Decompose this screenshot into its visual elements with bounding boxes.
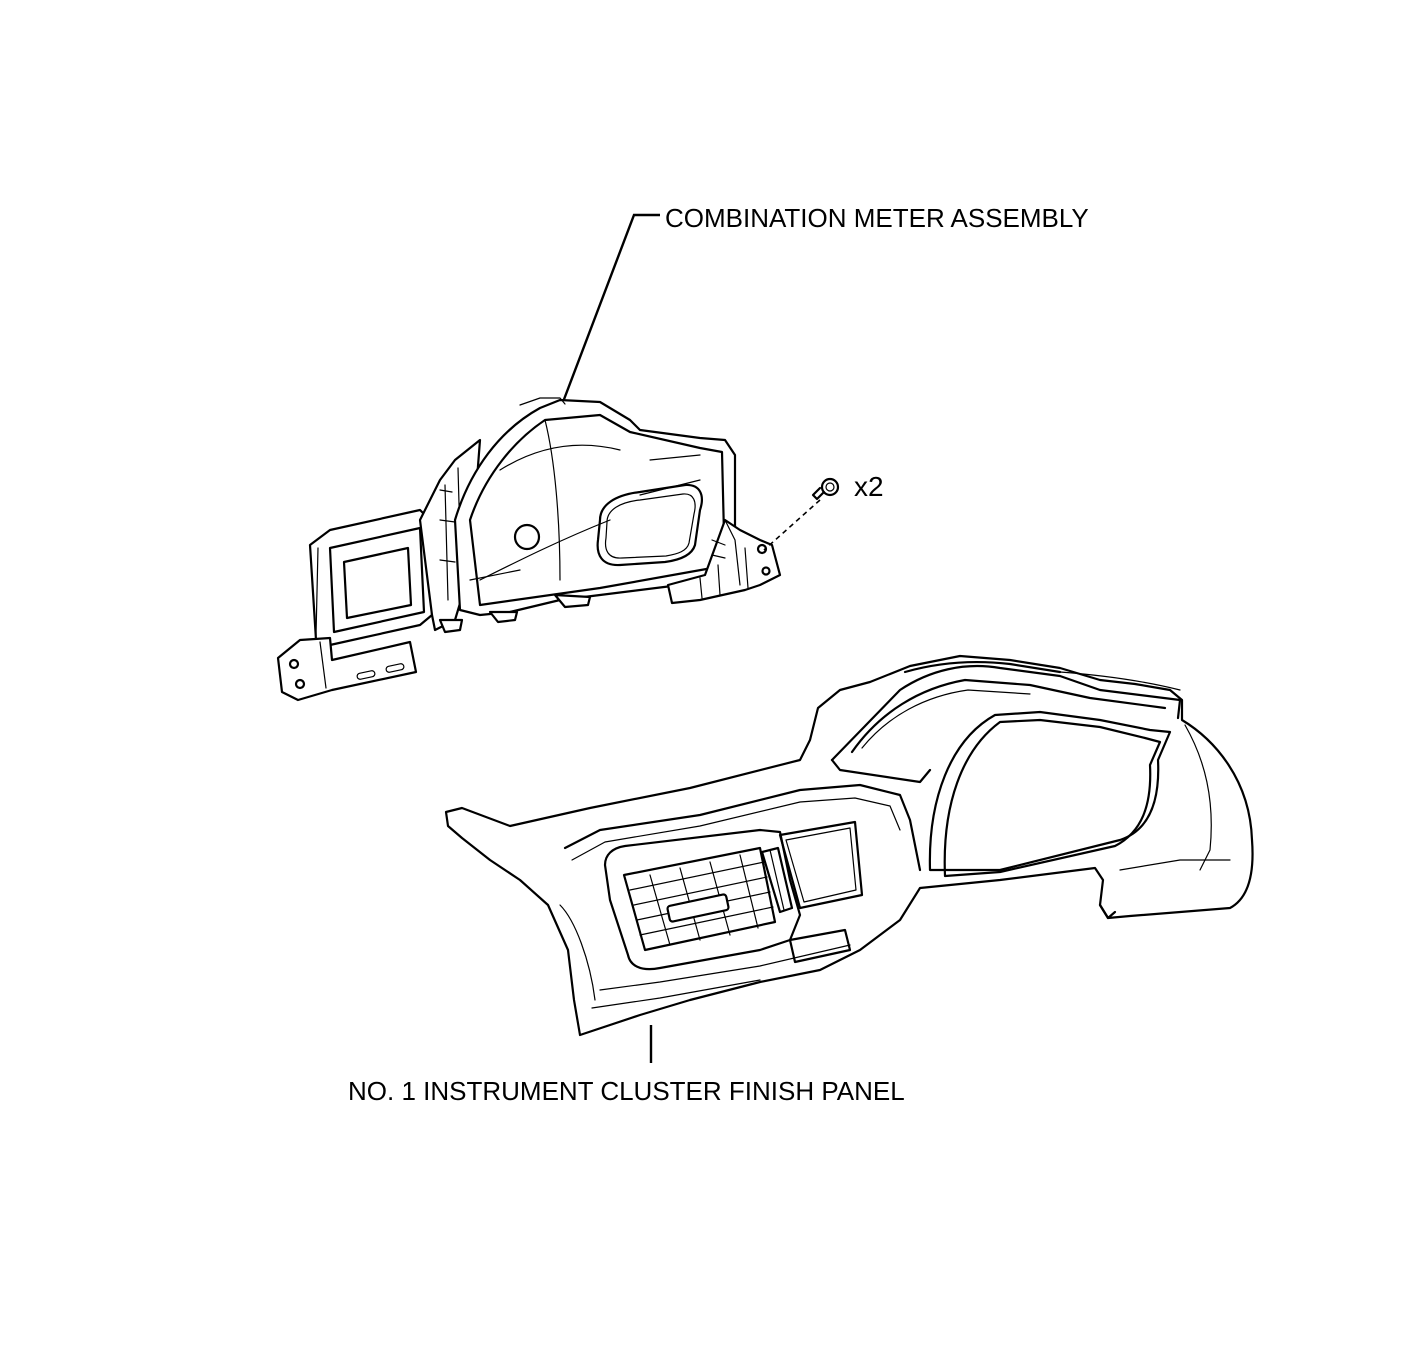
finish-panel-label: NO. 1 INSTRUMENT CLUSTER FINISH PANEL	[348, 1076, 905, 1106]
combination-meter-label: COMBINATION METER ASSEMBLY	[665, 203, 1089, 233]
screw-icon	[811, 477, 840, 501]
combination-meter-drawing	[276, 397, 782, 702]
fastener-path-dashed	[763, 499, 821, 551]
finish-panel-drawing	[444, 654, 1254, 1037]
leader-line-meter	[561, 213, 660, 403]
screw-quantity-label: x2	[854, 471, 884, 502]
